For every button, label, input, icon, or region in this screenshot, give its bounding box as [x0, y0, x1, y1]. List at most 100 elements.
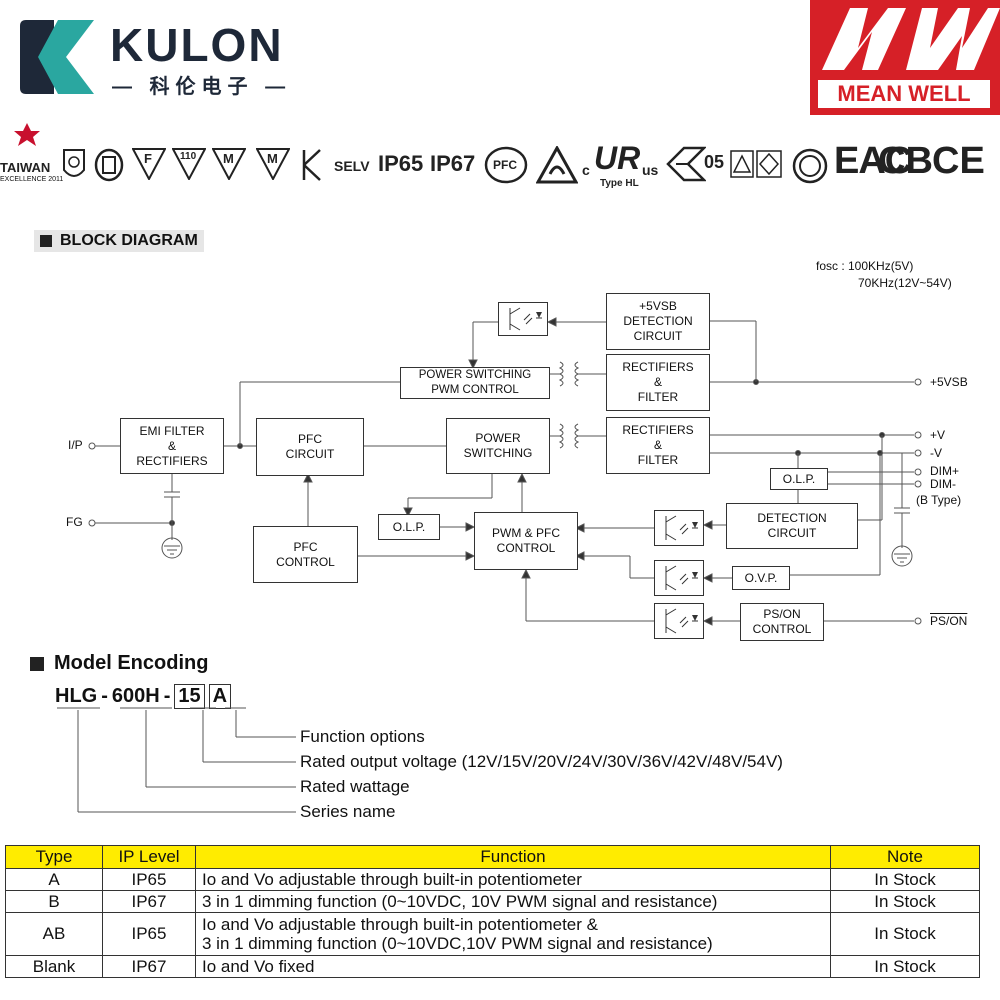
pfc-label: PFC: [493, 158, 517, 172]
m-triangle-icon: [211, 148, 247, 185]
olp-left-block: O.L.P.: [378, 514, 440, 540]
code-dash-2: -: [163, 685, 171, 707]
excellence-label: EXCELLENCE 2011: [0, 176, 64, 183]
kulon-brand-subtitle: — 科伦电子 —: [112, 76, 292, 98]
type-hl-label: Type HL: [600, 178, 639, 189]
heading-square-icon: [30, 656, 44, 671]
v-plus-label: +V: [930, 428, 946, 442]
5vsb-output-label: +5VSB: [930, 375, 968, 389]
ce05-label: 05: [704, 152, 725, 172]
c-label: c: [582, 162, 590, 178]
f110-label: 110: [180, 151, 197, 162]
model-encoding-leaders: [57, 707, 296, 813]
model-encoding-heading: Model Encoding: [30, 652, 208, 675]
f-label: F: [144, 151, 152, 166]
table-header-row: Type IP Level Function Note: [5, 845, 980, 869]
ip65-label: IP65: [378, 151, 424, 176]
taiwan-label: TAIWAN: [0, 160, 51, 175]
ovp-block: O.V.P.: [732, 566, 790, 590]
emi-filter-block: EMI FILTER & RECTIFIERS: [120, 418, 224, 474]
cell-function: Io and Vo fixed: [195, 955, 831, 978]
cell-function: Io and Vo adjustable through built-in po…: [195, 868, 831, 891]
cell-function-line-2: 3 in 1 dimming function (0~10VDC,10V PWM…: [202, 934, 713, 953]
ur-label: UR: [594, 140, 641, 176]
cell-function: Io and Vo adjustable through built-in po…: [195, 912, 831, 956]
code-voltage: 15: [174, 684, 205, 709]
pfc-control-block: PFC CONTROL: [253, 526, 358, 583]
pson-control-block: PS/ON CONTROL: [740, 603, 824, 641]
table-row: Blank IP67 Io and Vo fixed In Stock: [5, 955, 980, 978]
cell-type: A: [5, 868, 103, 891]
cell-ip: IP67: [102, 890, 196, 913]
code-series: HLG: [55, 685, 98, 707]
cell-type: B: [5, 890, 103, 913]
ccc-cert-icon: [792, 148, 828, 189]
ip67-label: IP67: [430, 151, 476, 176]
b-type-label: (B Type): [916, 493, 962, 507]
cell-function-line-1: Io and Vo adjustable through built-in po…: [202, 915, 598, 934]
kulon-logo-mark: [18, 16, 98, 98]
f-triangle-icon: [131, 148, 167, 185]
certification-strip: TAIWAN EXCELLENCE 2011 F 110 M M SELV IP…: [0, 118, 1000, 198]
m-label: M: [223, 151, 234, 166]
cell-ip: IP67: [102, 955, 196, 978]
optocoupler-detection-icon: [654, 510, 704, 551]
function-table: Type IP Level Function Note A IP65 Io an…: [5, 845, 980, 978]
table-row: B IP67 3 in 1 dimming function (0~10VDC,…: [5, 890, 980, 913]
header-note: Note: [830, 845, 980, 869]
ce-mark-label: CE: [932, 140, 985, 182]
meanwell-name: MEAN WELL: [818, 80, 990, 108]
diagram-wiring: [88, 317, 922, 626]
psb-triangle-icon: [730, 150, 754, 183]
cb-label: CB: [878, 140, 933, 182]
dim-minus-label: DIM-: [930, 477, 956, 491]
cell-note: In Stock: [830, 890, 980, 913]
pson-output-label: PS/ON: [930, 614, 968, 628]
desc-function-options: Function options: [300, 727, 425, 746]
cell-note: In Stock: [830, 955, 980, 978]
kulon-brand-name: KULON: [110, 19, 284, 71]
optocoupler-ovp-icon: [654, 560, 704, 601]
pwm-pfc-control-block: PWM & PFC CONTROL: [474, 512, 578, 570]
kc-cert-icon: [300, 148, 324, 187]
cell-note: In Stock: [830, 912, 980, 956]
detection-circuit-block: DETECTION CIRCUIT: [726, 503, 858, 549]
power-switching-block: POWER SWITCHING: [446, 418, 550, 474]
model-code: HLG - 600H - 15 A: [55, 684, 232, 709]
f110-triangle-icon: [171, 148, 207, 185]
cell-type: AB: [5, 912, 103, 956]
code-wattage: 600H: [111, 685, 160, 707]
m-triangle-2-icon: [255, 148, 291, 185]
block-diagram-title: BLOCK DIAGRAM: [60, 232, 198, 249]
block-diagram-heading: BLOCK DIAGRAM: [34, 230, 204, 252]
v-minus-label: -V: [930, 446, 942, 460]
header-type: Type: [5, 845, 103, 869]
olp-right-block: O.L.P.: [770, 468, 828, 490]
eac-label: EAC: [834, 140, 912, 182]
selv-label: SELV: [334, 158, 370, 174]
shield-cert-icon: [62, 148, 86, 187]
model-encoding-title: Model Encoding: [54, 652, 209, 674]
fosc-line-2: 70KHz(12V~54V): [858, 276, 952, 290]
block-diagram: EMI FILTER & RECTIFIERS PFC CIRCUIT PFC …: [0, 250, 1000, 650]
psb-diamond-icon: [756, 150, 782, 183]
tuv-cert-icon: [94, 148, 124, 187]
rectifiers-filter-main-block: RECTIFIERS & FILTER: [606, 417, 710, 474]
fg-label: FG: [66, 515, 83, 529]
cell-type: Blank: [5, 955, 103, 978]
5vsb-detection-block: +5VSB DETECTION CIRCUIT: [606, 293, 710, 350]
us-label: us: [642, 162, 659, 178]
ip-label: I/P: [68, 438, 83, 452]
rcm-cert-icon: [535, 144, 579, 189]
ccc-arrows-icon: [666, 146, 708, 187]
fosc-line-1: fosc : 100KHz(5V): [816, 259, 914, 273]
header-function: Function: [195, 845, 831, 869]
taiwan-excellence-icon: [4, 122, 54, 153]
code-dash-1: -: [101, 685, 108, 707]
desc-rated-wattage: Rated wattage: [300, 777, 410, 796]
cell-note: In Stock: [830, 868, 980, 891]
code-function: A: [208, 684, 232, 709]
desc-series-name: Series name: [300, 802, 396, 821]
psw-pwm-control-block: POWER SWITCHING PWM CONTROL: [400, 367, 550, 399]
optocoupler-5vsb-icon: [498, 302, 548, 341]
